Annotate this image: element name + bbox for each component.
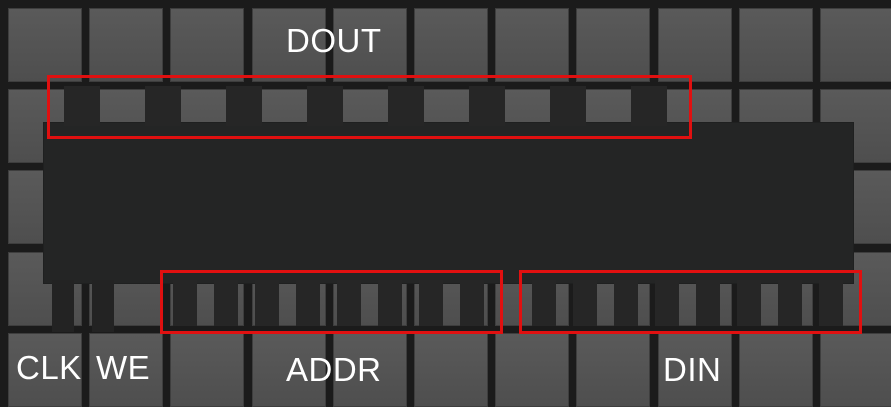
grid-tile [89,332,164,407]
grid-tile [8,8,82,82]
dout-pin [469,86,505,126]
din-pin [614,280,638,326]
dout-label: DOUT [286,22,382,59]
addr-pin [460,280,484,326]
din-pin [819,280,843,326]
grid-tile [820,8,891,82]
addr-pin [255,280,279,326]
grid-tile [170,8,245,82]
grid-tile [738,8,813,82]
din-pin [532,280,556,326]
din-pin [573,280,597,326]
din-pin [696,280,720,326]
dout-selection-box [47,75,692,139]
grid-tile [657,332,732,407]
grid-tile [414,8,488,82]
grid-tile [820,332,891,407]
addr-pin [419,280,443,326]
grid-tile [332,332,407,407]
din-pin [655,280,679,326]
addr-label: ADDR [286,351,382,388]
grid-tile [170,332,245,407]
grid-tile [495,8,570,82]
addr-selection-box [160,270,503,334]
grid-tile [251,8,326,82]
grid-tile [8,332,82,407]
dout-pin [145,86,181,126]
we-pin [92,280,114,332]
din-selection-box [519,270,862,334]
addr-pin [173,280,197,326]
clk-pin [52,280,74,332]
din-label: DIN [663,351,722,388]
grid-tile [576,8,651,82]
clk-label: CLK [16,349,82,386]
dout-pin [64,86,100,126]
dout-pin [388,86,424,126]
grid-tile [738,332,813,407]
addr-pin [378,280,402,326]
chip-body [44,123,853,283]
we-label: WE [96,349,151,386]
addr-pin [214,280,238,326]
grid-tile [495,332,570,407]
grid-tile [657,8,732,82]
addr-pin [296,280,320,326]
dout-pin [226,86,262,126]
dout-pin [307,86,343,126]
dout-pin [631,86,667,126]
grid-tile [89,8,164,82]
grid-tile [251,332,326,407]
grid-tile [332,8,407,82]
grid-tile [576,332,651,407]
din-pin [778,280,802,326]
din-pin [737,280,761,326]
addr-pin [337,280,361,326]
dout-pin [550,86,586,126]
grid-tile [414,332,488,407]
